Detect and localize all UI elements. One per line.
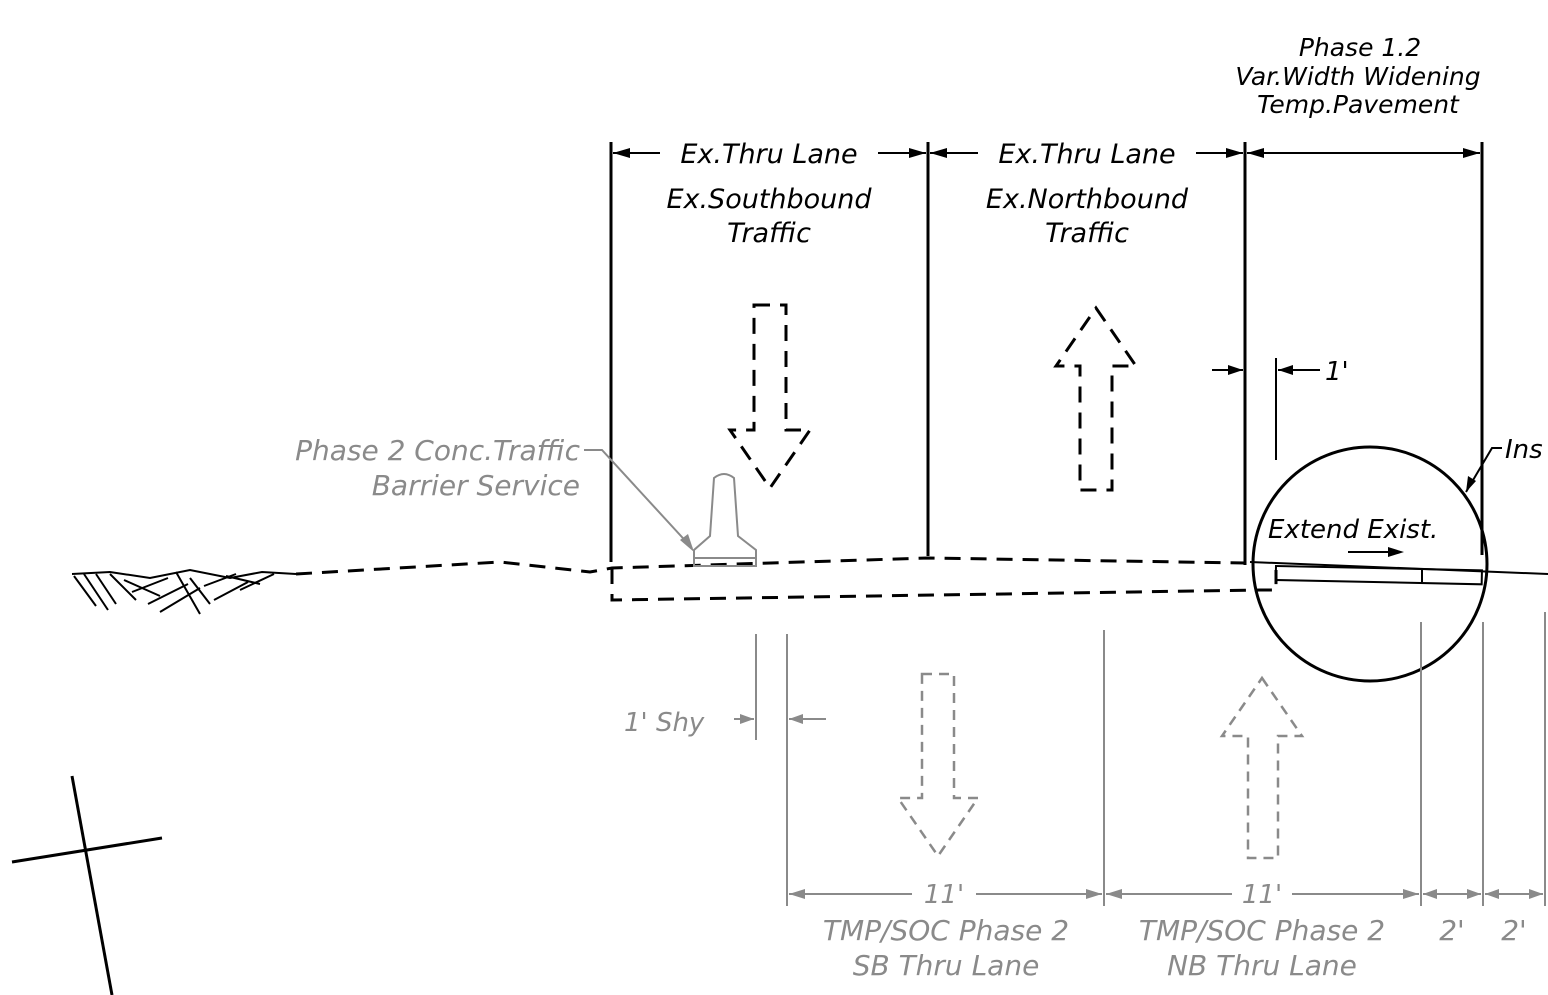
- dim-sb-label: 11': [924, 880, 964, 910]
- sb-lane-label-line1: TMP/SOC Phase 2: [823, 914, 1069, 947]
- dim-widening: [1247, 148, 1480, 158]
- dim-one-foot: [1212, 358, 1320, 460]
- ex-thru-lane-sb-label: Ex.Thru Lane: [680, 139, 857, 170]
- shy-label: 1' Shy: [624, 708, 705, 738]
- detail-circle: [1251, 445, 1489, 683]
- ex-northbound-arrow: [1053, 305, 1139, 492]
- barrier-leader-head: [680, 534, 694, 552]
- dim-2ft-a-label: 2': [1439, 914, 1465, 947]
- dim-sb-11ft: [789, 889, 1102, 899]
- ground-hatch: [71, 568, 297, 615]
- ex-nb-traffic-line1: Ex.Northbound: [986, 184, 1189, 215]
- ex-thru-lane-nb-label: Ex.Thru Lane: [998, 139, 1175, 170]
- extend-arrow-head: [1388, 547, 1404, 557]
- one-foot-label: 1': [1325, 357, 1349, 387]
- proposed-southbound-arrow: [895, 672, 981, 859]
- nb-lane-label-line2: NB Thru Lane: [1167, 949, 1357, 982]
- phase-title-line3: Temp.Pavement: [1257, 90, 1460, 119]
- ins-label: Ins: [1505, 435, 1543, 465]
- proposed-northbound-arrow: [1219, 675, 1305, 860]
- ex-nb-traffic-line2: Traffic: [1045, 218, 1129, 249]
- concrete-traffic-barrier: [693, 473, 757, 567]
- barrier-leader: [584, 449, 693, 549]
- phase-title-line1: Phase 1.2: [1299, 33, 1421, 62]
- ex-sb-traffic-line2: Traffic: [727, 218, 811, 249]
- dim-2ft-b: [1485, 889, 1543, 899]
- sb-lane-label-line2: SB Thru Lane: [853, 949, 1040, 982]
- barrier-label-line2: Barrier Service: [372, 469, 580, 502]
- ins-leader-head: [1466, 476, 1476, 492]
- dim-shy: [734, 714, 826, 724]
- dim-nb-label: 11': [1242, 880, 1282, 910]
- nb-lane-label-line1: TMP/SOC Phase 2: [1139, 914, 1385, 947]
- dim-nb-11ft: [1106, 889, 1419, 899]
- ex-sb-traffic-line1: Ex.Southbound: [666, 184, 872, 215]
- detail-pavement-slab: [1274, 564, 1483, 586]
- barrier-label-line1: Phase 2 Conc.Traffic: [295, 434, 581, 467]
- ins-leader: [1465, 447, 1502, 493]
- ex-southbound-arrow: [727, 303, 813, 491]
- dim-ex-sb-lane: [613, 148, 926, 158]
- dim-ex-nb-lane: [930, 148, 1243, 158]
- reference-cross: [11, 775, 163, 995]
- dim-2ft-a: [1423, 889, 1481, 899]
- dim-2ft-b-label: 2': [1501, 914, 1527, 947]
- existing-pavement-surface: [295, 556, 1246, 576]
- existing-pavement-bottom: [610, 568, 1278, 602]
- extend-exist-label: Extend Exist.: [1268, 515, 1438, 545]
- phase-title-line2: Var.Width Widening: [1235, 62, 1480, 91]
